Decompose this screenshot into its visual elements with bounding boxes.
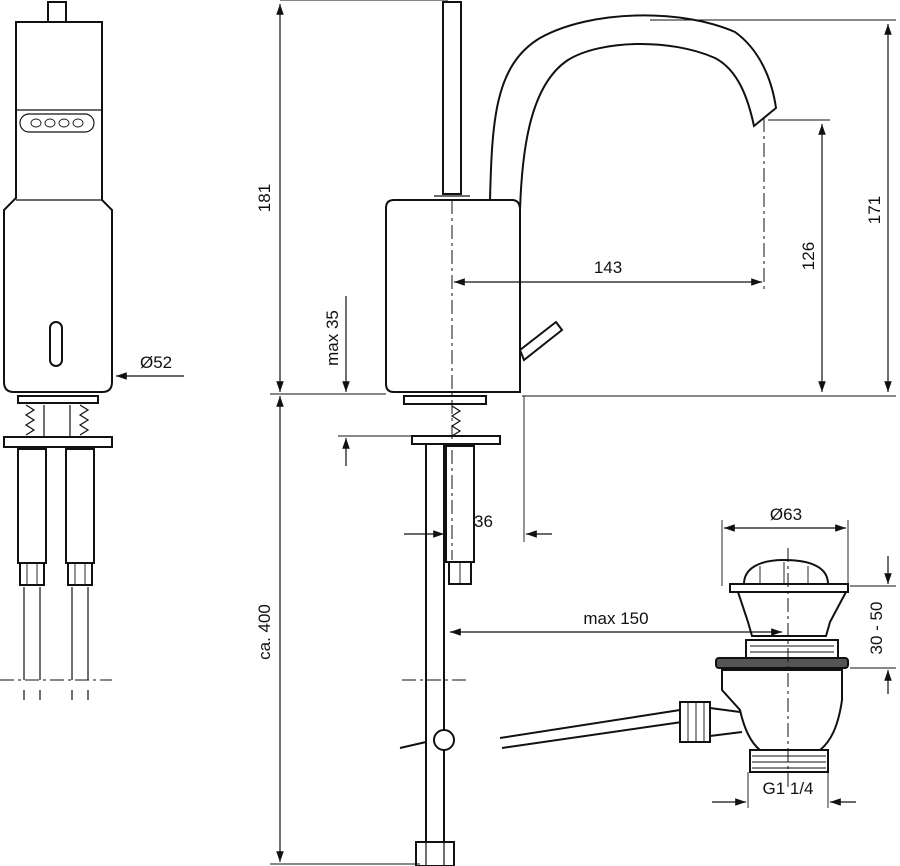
side-hose-clamp <box>433 729 455 751</box>
front-lever-stem <box>47 1 67 23</box>
side-bottom-nut <box>415 841 455 866</box>
dim-d63: Ø63 <box>770 505 802 524</box>
dim-d63-lines <box>721 520 849 586</box>
waste-flange <box>736 591 848 637</box>
waste-thread-g114 <box>749 749 829 773</box>
dim-max35: max 35 <box>323 310 342 366</box>
waste-body <box>721 669 843 751</box>
waste-gasket <box>715 657 849 669</box>
side-view <box>385 1 778 866</box>
dim-lines-vertical-left <box>270 0 448 865</box>
dim-143: 143 <box>594 258 622 277</box>
dim-d52: Ø52 <box>140 353 172 372</box>
dim-126: 126 <box>799 242 818 270</box>
dim-171: 171 <box>865 196 884 224</box>
side-supply-pipe <box>425 443 445 845</box>
dim-3050-lines <box>850 556 896 694</box>
side-hose <box>445 445 475 563</box>
side-handle <box>518 320 564 362</box>
waste-fitting <box>499 548 849 790</box>
dim-3050: 30 - 50 <box>867 602 886 655</box>
side-body <box>385 199 521 393</box>
front-aerator <box>19 113 95 133</box>
side-base-ring <box>403 395 487 405</box>
front-hose-right <box>65 448 95 564</box>
side-fixing-plate <box>411 435 501 445</box>
front-view <box>0 1 184 700</box>
dim-181: 181 <box>255 184 274 212</box>
side-lever-rod <box>442 1 462 195</box>
dim-ca400: ca. 400 <box>255 604 274 660</box>
front-handle <box>49 321 63 367</box>
waste-rod-nut <box>679 701 711 743</box>
front-threads <box>24 404 90 438</box>
front-hose-left <box>17 448 47 564</box>
dim-36: 36 <box>474 512 493 531</box>
dim-g114-lines <box>712 772 856 808</box>
dim-max35-lines <box>338 296 412 466</box>
dim-g114: G1 1/4 <box>762 779 813 798</box>
dim-lines-vertical-right <box>522 19 896 397</box>
side-spout <box>488 14 778 212</box>
waste-rod <box>499 709 683 749</box>
dim-36-lines <box>404 396 552 542</box>
front-fixing-plate <box>3 436 113 448</box>
waste-plug <box>742 558 830 585</box>
dim-max150: max 150 <box>583 609 648 628</box>
